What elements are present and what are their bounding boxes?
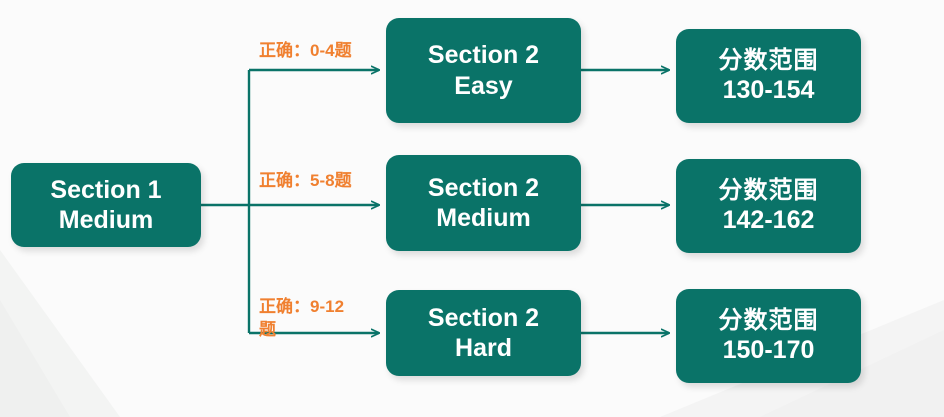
node-section-2-easy[interactable]: Section 2 Easy: [386, 18, 581, 123]
node-section-2-medium-line1: Section 2: [427, 173, 540, 202]
node-section-2-hard-line1: Section 2: [427, 303, 540, 332]
node-score-range-3-title: 分数范围: [718, 307, 819, 335]
node-score-range-2[interactable]: 分数范围 142-162: [676, 159, 861, 253]
node-section-1-line2: Medium: [58, 206, 154, 234]
node-section-2-hard-line2: Hard: [455, 334, 512, 362]
edge-label-branch-3: 正确：9-12 题: [259, 297, 345, 339]
edge-label-branch-1: 正确：0-4题: [259, 41, 352, 60]
node-score-range-3[interactable]: 分数范围 150-170: [676, 289, 861, 383]
node-section-2-hard[interactable]: Section 2 Hard: [386, 290, 581, 376]
node-score-range-1[interactable]: 分数范围 130-154: [676, 29, 861, 123]
node-score-range-2-title: 分数范围: [718, 177, 819, 205]
node-section-2-medium-line2: Medium: [436, 204, 531, 232]
node-score-range-3-value: 150-170: [722, 336, 815, 365]
node-section-2-medium[interactable]: Section 2 Medium: [386, 155, 581, 251]
node-score-range-1-value: 130-154: [722, 76, 815, 105]
edge-label-branch-2: 正确：5-8题: [259, 171, 352, 190]
node-score-range-2-value: 142-162: [722, 206, 815, 235]
node-section-1-line1: Section 1: [50, 175, 162, 204]
node-score-range-1-title: 分数范围: [718, 47, 819, 75]
node-section-2-easy-line2: Easy: [454, 71, 513, 100]
node-section-2-easy-line1: Section 2: [427, 41, 540, 69]
node-section-1-medium[interactable]: Section 1 Medium: [11, 163, 201, 247]
